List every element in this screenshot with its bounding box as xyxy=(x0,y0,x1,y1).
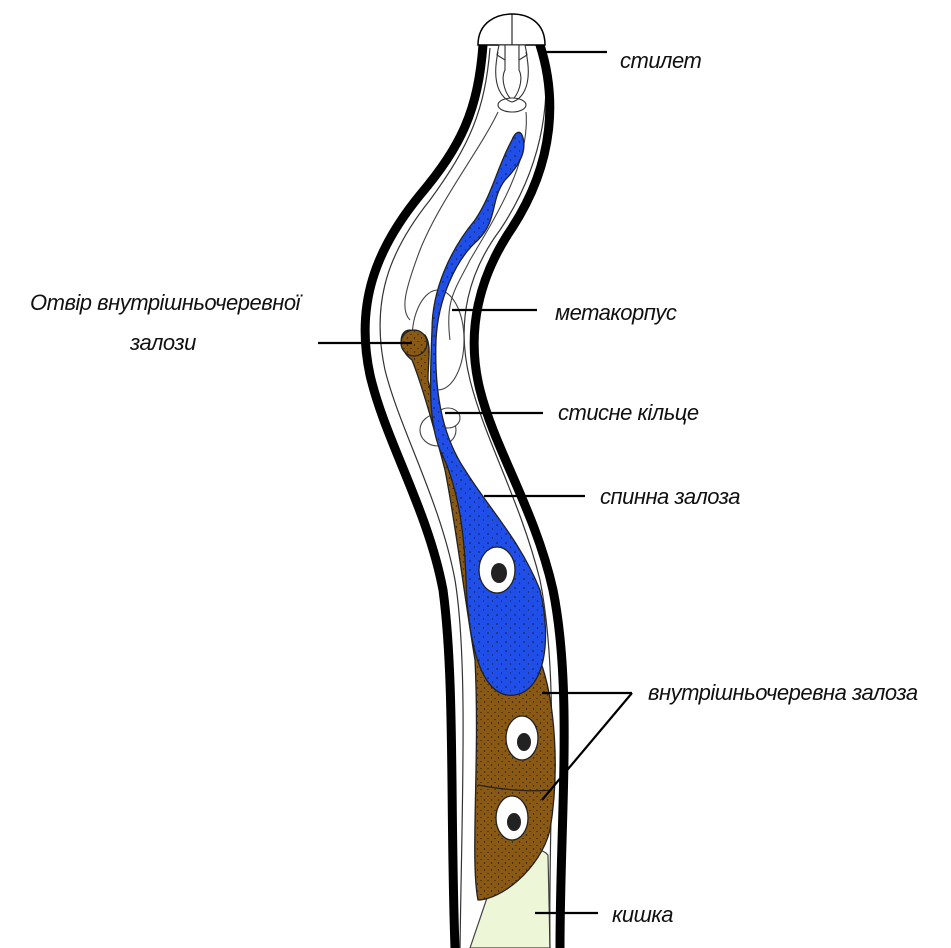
subventral-gland-nucleus-1 xyxy=(506,716,538,760)
stylet xyxy=(496,45,529,112)
label-stylet: стилет xyxy=(620,48,701,74)
label-subventral-gland: внутрішньочеревна залоза xyxy=(648,680,918,706)
label-gland-opening-line1: Отвір внутрішньочеревної xyxy=(30,290,300,316)
subventral-gland-nucleus-2 xyxy=(496,796,528,840)
label-intestine: кишка xyxy=(612,902,673,928)
label-nerve-ring: стисне кільце xyxy=(558,400,699,426)
leader-subventral-gland-2 xyxy=(542,693,632,800)
dorsal-gland-nucleus xyxy=(479,547,515,593)
label-gland-opening-line2: залози xyxy=(130,330,196,356)
label-metacorpus: метакорпус xyxy=(555,300,676,326)
label-dorsal-gland: спинна залоза xyxy=(600,484,740,510)
